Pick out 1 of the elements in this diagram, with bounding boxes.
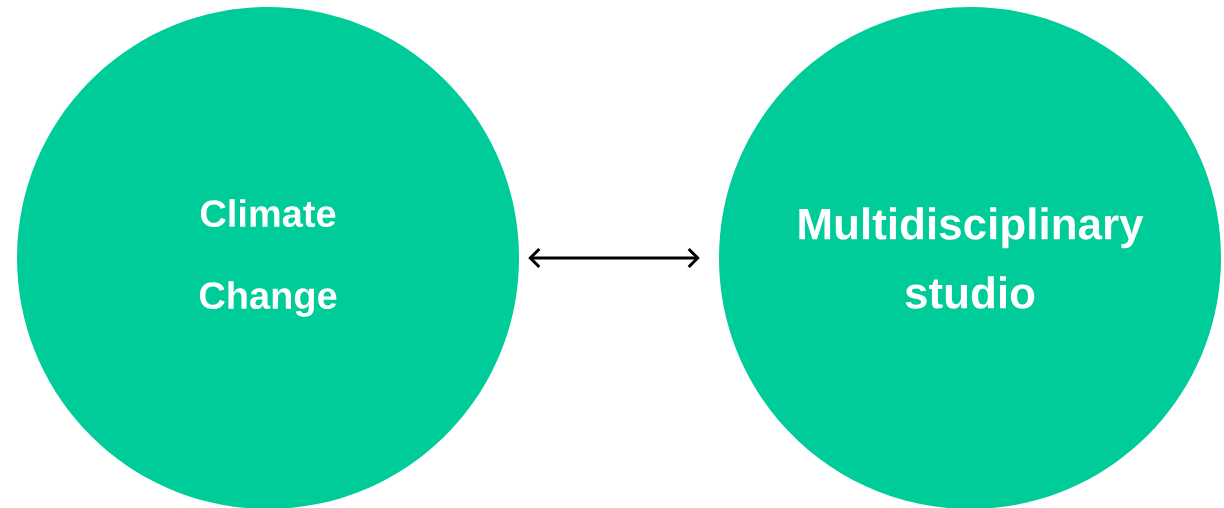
double-arrow bbox=[528, 247, 700, 269]
